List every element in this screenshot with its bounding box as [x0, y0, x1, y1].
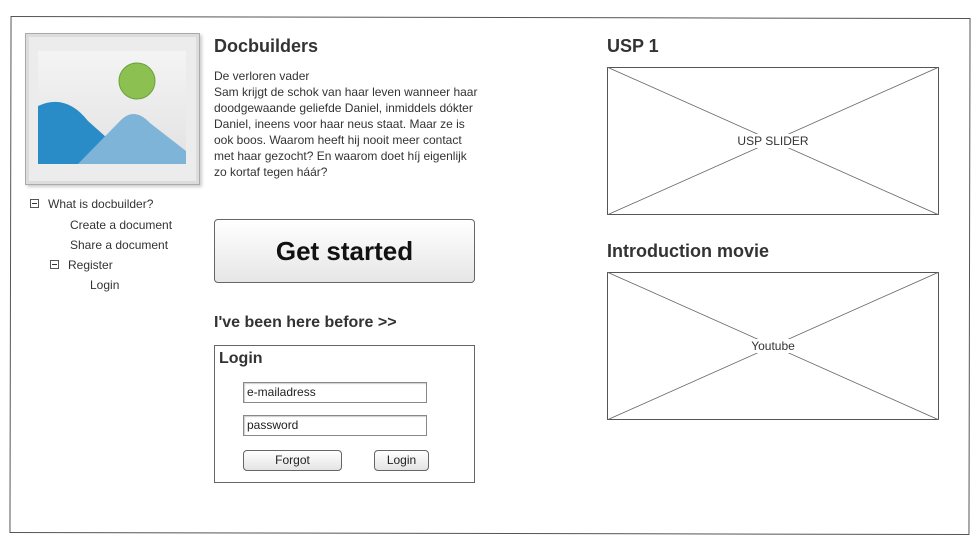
tree-item-label: What is docbuilder? [48, 197, 154, 211]
usp-title: USP 1 [607, 36, 659, 56]
tree-item-label: Register [68, 258, 113, 272]
description-line: ook boos. Waarom heeft hij nooit meer co… [214, 133, 462, 147]
been-here-before-link[interactable]: I've been here before >> [214, 314, 397, 331]
collapse-toggle-icon[interactable] [50, 260, 59, 269]
forgot-button[interactable]: Forgot [243, 450, 342, 471]
login-title: Login [219, 350, 263, 367]
hero-image [25, 33, 200, 185]
app-title: Docbuilders [214, 36, 319, 56]
password-field[interactable]: password [243, 415, 427, 436]
tree-item-create[interactable]: Create a document [70, 217, 172, 233]
tree-item-label: Login [90, 278, 120, 292]
youtube-placeholder[interactable]: Youtube [607, 272, 939, 420]
description-line: Sam krijgt de schok van haar leven wanne… [214, 85, 478, 99]
description-line: De verloren vader [214, 69, 310, 83]
intro-title: Introduction movie [607, 241, 769, 261]
description-line: zo kortaf tegen háár? [214, 165, 328, 179]
tree-item-share[interactable]: Share a document [70, 237, 168, 253]
usp-slider-placeholder[interactable]: USP SLIDER [607, 67, 939, 215]
email-field[interactable]: e-mailadress [243, 382, 427, 403]
tree-item-register[interactable]: Register [50, 257, 113, 273]
description-line: Daniel, ineens voor haar neus staat. Maa… [214, 117, 465, 131]
tree-item-label: Create a document [70, 218, 173, 232]
tree-item-what-is[interactable]: What is docbuilder? [30, 196, 153, 212]
image-placeholder-icon [38, 51, 186, 164]
collapse-toggle-icon[interactable] [30, 199, 39, 208]
tree-item-label: Share a document [70, 238, 169, 252]
description-line: met haar gezocht? En waarom doet híj eig… [214, 149, 467, 163]
login-button[interactable]: Login [374, 450, 429, 471]
login-panel: Login e-mailadress password Forgot Login [214, 345, 475, 483]
description-line: doodgewaande geliefde Daniel, inmiddels … [214, 101, 473, 115]
usp-slider-label: USP SLIDER [735, 134, 811, 148]
tree-item-login[interactable]: Login [90, 277, 119, 293]
youtube-label: Youtube [749, 339, 797, 353]
get-started-button[interactable]: Get started [214, 219, 475, 283]
description-text: De verloren vader Sam krijgt de schok va… [214, 68, 504, 180]
